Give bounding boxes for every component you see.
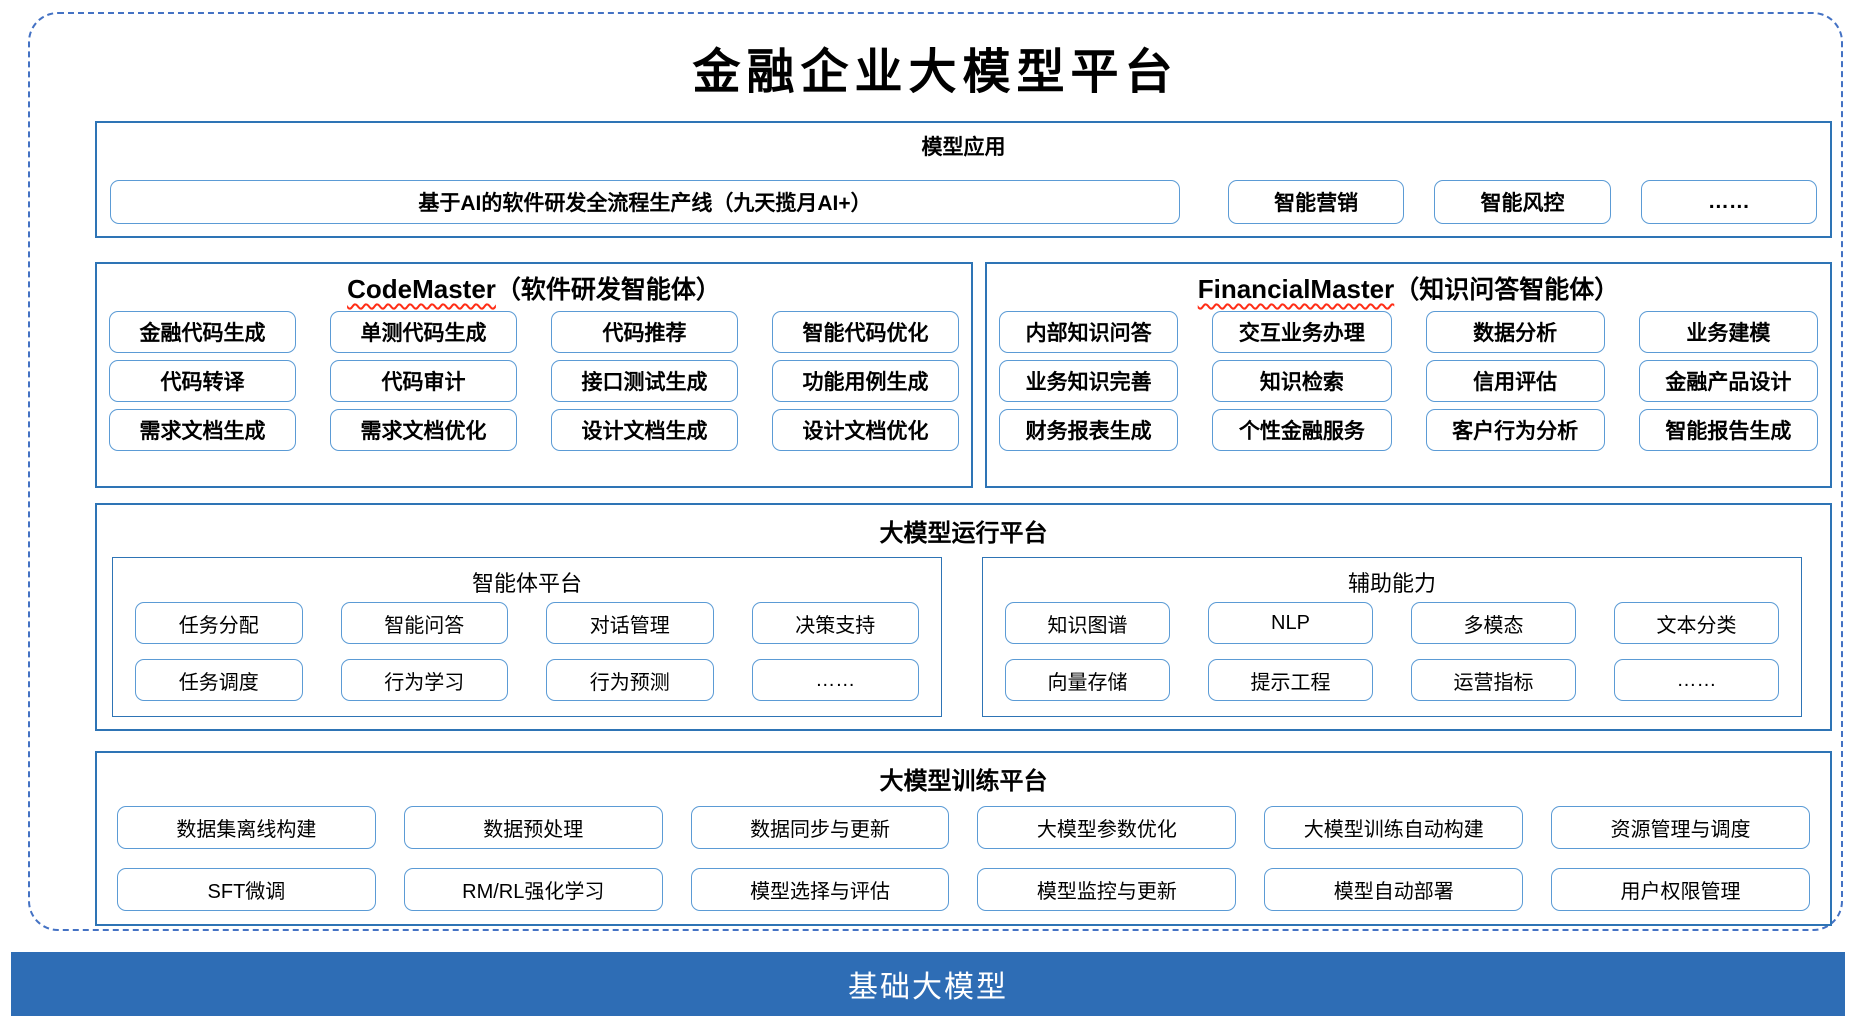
training-row: 数据集离线构建 数据预处理 数据同步与更新 大模型参数优化 大模型训练自动构建 … <box>97 806 1830 849</box>
codemaster-item: 代码转译 <box>109 360 296 402</box>
training-item: 大模型训练自动构建 <box>1264 806 1524 849</box>
financialmaster-item: 数据分析 <box>1425 311 1605 353</box>
training-item: RM/RL强化学习 <box>403 868 663 911</box>
auxiliary-capabilities-box: 辅助能力 知识图谱 NLP 多模态 文本分类 向量存储 提示工程 运营指标 …… <box>982 557 1802 717</box>
training-item: 模型选择与评估 <box>690 868 950 911</box>
agent-platform-item-ellipsis: …… <box>751 659 919 701</box>
section-title: 模型应用 <box>921 136 1006 159</box>
codemaster-title-zh: （软件研发智能体） <box>495 276 721 304</box>
financialmaster-title-en: FinancialMaster <box>1197 274 1395 304</box>
financialmaster-item: 金融产品设计 <box>1638 360 1818 402</box>
training-row: SFT微调 RM/RL强化学习 模型选择与评估 模型监控与更新 模型自动部署 用… <box>97 868 1830 911</box>
auxiliary-item: 运营指标 <box>1411 659 1576 701</box>
codemaster-row: 金融代码生成 单测代码生成 代码推荐 智能代码优化 <box>97 311 971 353</box>
financialmaster-title: FinancialMaster（知识问答智能体） <box>987 270 1830 306</box>
auxiliary-row: 向量存储 提示工程 运营指标 …… <box>983 659 1801 701</box>
codemaster-item: 金融代码生成 <box>109 311 296 353</box>
financialmaster-row: 内部知识问答 交互业务办理 数据分析 业务建模 <box>987 311 1830 353</box>
codemaster-item: 功能用例生成 <box>772 360 959 402</box>
codemaster-item: 设计文档优化 <box>772 409 959 451</box>
training-item: 资源管理与调度 <box>1551 806 1810 849</box>
codemaster-item: 代码审计 <box>330 360 517 402</box>
financialmaster-item: 智能报告生成 <box>1638 409 1818 451</box>
training-item: 用户权限管理 <box>1551 868 1810 911</box>
agent-platform-item: 任务分配 <box>135 602 303 644</box>
app-items-row: 基于AI的软件研发全流程生产线（九天揽月AI+） 智能营销 智能风控 …… <box>97 180 1830 224</box>
auxiliary-item: 多模态 <box>1411 602 1576 644</box>
app-item-ellipsis: …… <box>1640 180 1817 224</box>
section-codemaster: CodeMaster（软件研发智能体） 金融代码生成 单测代码生成 代码推荐 智… <box>95 262 973 488</box>
training-item: SFT微调 <box>117 868 376 911</box>
auxiliary-item: 知识图谱 <box>1005 602 1170 644</box>
financialmaster-item: 个性金融服务 <box>1212 409 1392 451</box>
codemaster-item: 需求文档生成 <box>109 409 296 451</box>
codemaster-item: 单测代码生成 <box>330 311 517 353</box>
agent-platform-item: 智能问答 <box>340 602 508 644</box>
agent-platform-box: 智能体平台 任务分配 智能问答 对话管理 决策支持 任务调度 行为学习 行为预测… <box>112 557 942 717</box>
base-model-bar: 基础大模型 <box>11 952 1845 1016</box>
auxiliary-item-ellipsis: …… <box>1614 659 1779 701</box>
codemaster-item: 需求文档优化 <box>330 409 517 451</box>
financialmaster-item: 财务报表生成 <box>999 409 1179 451</box>
section-runtime-platform: 大模型运行平台 智能体平台 任务分配 智能问答 对话管理 决策支持 任务调度 行… <box>95 503 1832 731</box>
codemaster-row: 需求文档生成 需求文档优化 设计文档生成 设计文档优化 <box>97 409 971 451</box>
auxiliary-item: 文本分类 <box>1614 602 1779 644</box>
codemaster-title-en: CodeMaster <box>347 274 496 304</box>
agent-platform-item: 决策支持 <box>751 602 919 644</box>
financialmaster-item: 信用评估 <box>1425 360 1605 402</box>
financialmaster-item: 知识检索 <box>1212 360 1392 402</box>
outer-dashed-frame: 金融企业大模型平台 模型应用 基于AI的软件研发全流程生产线（九天揽月AI+） … <box>28 12 1843 931</box>
agent-platform-item: 对话管理 <box>546 602 714 644</box>
agent-platform-row: 任务调度 行为学习 行为预测 …… <box>113 659 941 701</box>
financialmaster-item: 业务建模 <box>1638 311 1818 353</box>
training-item: 数据同步与更新 <box>690 806 950 849</box>
financialmaster-title-zh: （知识问答智能体） <box>1394 276 1620 304</box>
agent-platform-item: 行为学习 <box>340 659 508 701</box>
section-title: 大模型运行平台 <box>879 520 1048 547</box>
agent-platform-row: 任务分配 智能问答 对话管理 决策支持 <box>113 602 941 644</box>
codemaster-row: 代码转译 代码审计 接口测试生成 功能用例生成 <box>97 360 971 402</box>
codemaster-title: CodeMaster（软件研发智能体） <box>97 270 971 306</box>
section-financialmaster: FinancialMaster（知识问答智能体） 内部知识问答 交互业务办理 数… <box>985 262 1832 488</box>
training-item: 模型自动部署 <box>1264 868 1524 911</box>
training-item: 模型监控与更新 <box>977 868 1237 911</box>
training-item: 大模型参数优化 <box>977 806 1237 849</box>
financialmaster-item: 业务知识完善 <box>999 360 1179 402</box>
app-item: 智能营销 <box>1228 180 1405 224</box>
app-item: 智能风控 <box>1434 180 1611 224</box>
financialmaster-item: 交互业务办理 <box>1212 311 1392 353</box>
page-title: 金融企业大模型平台 <box>692 44 1179 100</box>
base-model-label: 基础大模型 <box>848 971 1008 1004</box>
financialmaster-row: 财务报表生成 个性金融服务 客户行为分析 智能报告生成 <box>987 409 1830 451</box>
agent-platform-item: 行为预测 <box>546 659 714 701</box>
financialmaster-row: 业务知识完善 知识检索 信用评估 金融产品设计 <box>987 360 1830 402</box>
codemaster-item: 代码推荐 <box>551 311 738 353</box>
auxiliary-item: NLP <box>1208 602 1373 644</box>
auxiliary-item: 提示工程 <box>1208 659 1373 701</box>
agent-platform-title: 智能体平台 <box>471 571 582 596</box>
section-training-platform: 大模型训练平台 数据集离线构建 数据预处理 数据同步与更新 大模型参数优化 大模… <box>95 751 1832 926</box>
codemaster-item: 接口测试生成 <box>551 360 738 402</box>
codemaster-item: 智能代码优化 <box>772 311 959 353</box>
financialmaster-item: 内部知识问答 <box>999 311 1179 353</box>
app-item-main: 基于AI的软件研发全流程生产线（九天揽月AI+） <box>110 180 1180 224</box>
codemaster-item: 设计文档生成 <box>551 409 738 451</box>
auxiliary-title: 辅助能力 <box>1347 571 1436 596</box>
section-title: 大模型训练平台 <box>879 768 1048 795</box>
financialmaster-item: 客户行为分析 <box>1425 409 1605 451</box>
agent-platform-item: 任务调度 <box>135 659 303 701</box>
auxiliary-row: 知识图谱 NLP 多模态 文本分类 <box>983 602 1801 644</box>
section-model-applications: 模型应用 基于AI的软件研发全流程生产线（九天揽月AI+） 智能营销 智能风控 … <box>95 121 1832 238</box>
auxiliary-item: 向量存储 <box>1005 659 1170 701</box>
training-item: 数据集离线构建 <box>117 806 376 849</box>
training-item: 数据预处理 <box>403 806 663 849</box>
